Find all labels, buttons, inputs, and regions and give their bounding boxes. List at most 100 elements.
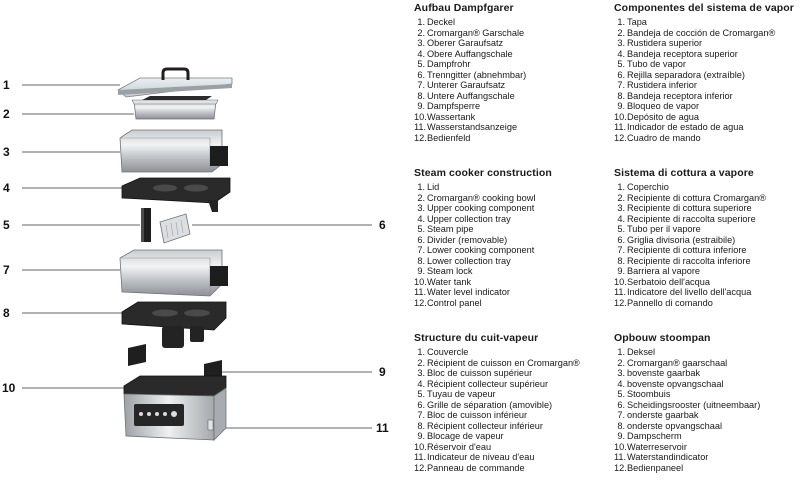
parts-list-german: Aufbau Dampfgarer 1.Deckel 2.Cromargan® …	[414, 2, 599, 143]
list-item: 9.Dampfsperre	[417, 101, 481, 111]
divider-part	[159, 213, 191, 244]
list-item: 11.Indicateur de niveau d'eau	[414, 452, 535, 462]
list-item: 5.Tubo de vapor	[617, 59, 686, 69]
list-item: 7.Recipiente di cottura inferiore	[617, 245, 747, 255]
list-item: 3.Bloc de cuisson supérieur	[417, 368, 533, 378]
parts-list-italian: Sistema di cottura a vapore 1.Coperchio …	[614, 167, 799, 308]
section-title: Structure du cuit-vapeur	[414, 332, 539, 344]
list-item: 6.Scheidingsrooster (uitneembaar)	[617, 399, 761, 410]
list-item: 4.Obere Auffangschale	[417, 48, 513, 59]
list-item: 8.Untere Auffangschale	[417, 90, 515, 101]
list-item: 3.bovenste gaarbak	[617, 368, 701, 378]
list-item: 1.Lid	[417, 182, 440, 192]
list-item: 6.Grille de séparation (amovible)	[417, 399, 553, 410]
list-item: 4.Récipient collecteur supérieur	[417, 378, 549, 389]
list-item: 10.Water tank	[414, 276, 472, 287]
lower-cooking-component-part	[119, 249, 228, 297]
section-title: Steam cooker construction	[414, 167, 552, 179]
list-item: 8.Bandeja receptora inferior	[617, 90, 733, 101]
list-item: 11.Water level indicator	[414, 287, 510, 297]
list-item: 10.Réservoir d'eau	[414, 441, 492, 452]
callout-9: 9	[379, 365, 386, 379]
callout-7: 7	[3, 263, 10, 277]
parts-list-spanish: Componentes del sistema de vapor 1.Tapa …	[614, 2, 799, 143]
list-item: 2.Bandeja de cocción de Cromargan®	[617, 27, 776, 38]
list-item: 7.onderste gaarbak	[617, 410, 699, 420]
cooking-bowl-part	[131, 96, 219, 120]
list-item: 9.Barriera al vapore	[617, 266, 701, 276]
list-item: 5.Tuyau de vapeur	[417, 389, 496, 399]
list-item: 5.Stoombuis	[617, 389, 671, 399]
section-title: Sistema di cottura a vapore	[614, 167, 754, 179]
list-item: 8.onderste opvangschaal	[617, 420, 723, 431]
callout-2: 2	[3, 107, 10, 121]
list-item: 4.Upper collection tray	[417, 213, 511, 224]
list-item: 3.Rustidera superior	[617, 38, 703, 48]
callout-8: 8	[3, 306, 10, 320]
list-item: 5.Tubo per il vapore	[617, 224, 701, 234]
section-title: Componentes del sistema de vapor	[614, 2, 794, 14]
list-item: 12.Bedienpaneel	[614, 462, 684, 473]
list-item: 7.Lower cooking component	[417, 245, 535, 255]
list-item: 3.Recipiente di cottura superiore	[617, 203, 752, 213]
callout-1: 1	[3, 78, 10, 92]
list-item: 11.Waterstandindicator	[614, 452, 709, 462]
list-item: 10.Serbatoio dell'acqua	[614, 276, 710, 287]
list-item: 12.Cuadro de mando	[614, 132, 701, 143]
callout-5: 5	[3, 218, 10, 232]
list-item: 2.Cromargan® gaarschaal	[617, 357, 728, 368]
list-item: 6.Trenngitter (abnehmbar)	[417, 69, 527, 80]
list-item: 8.Recipiente di raccolta inferiore	[617, 255, 751, 266]
section-title: Opbouw stoompan	[614, 332, 711, 344]
parts-list-french: Structure du cuit-vapeur 1.Couvercle 2.R…	[414, 332, 599, 473]
list-item: 4.Bandeja receptora superior	[617, 48, 738, 59]
list-item: 1.Tapa	[617, 17, 647, 27]
list-item: 12.Bedienfeld	[414, 132, 471, 143]
steam-pipe-part	[141, 208, 151, 242]
list-item: 9.Bloqueo de vapor	[617, 101, 700, 111]
callout-11: 11	[376, 421, 389, 435]
lid-part	[117, 67, 233, 98]
callout-4: 4	[3, 181, 10, 195]
list-item: 2.Récipient de cuisson en Cromargan®	[417, 357, 580, 368]
list-item: 8.Lower collection tray	[417, 255, 511, 266]
lower-collection-tray-part	[121, 301, 227, 348]
list-item: 4.Recipiente di raccolta superiore	[617, 213, 756, 224]
list-item: 2.Recipiente di cottura Cromargan®	[617, 192, 767, 203]
list-item: 6.Rejilla separadora (extraíble)	[617, 69, 745, 80]
list-item: 10.Depósito de agua	[614, 111, 700, 122]
list-item: 6.Griglia divisoria (estraibile)	[617, 234, 736, 245]
list-item: 7.Bloc de cuisson inférieur	[417, 410, 528, 420]
list-item: 7.Unterer Garaufsatz	[417, 80, 506, 90]
base-unit-part	[123, 375, 227, 441]
list-item: 12.Pannello di comando	[614, 297, 713, 308]
list-item: 3.Oberer Garaufsatz	[417, 38, 504, 48]
list-item: 2.Cromargan® cooking bowl	[417, 192, 536, 203]
list-item: 11.Indicador de estado de agua	[614, 122, 744, 132]
list-item: 12.Panneau de commande	[414, 462, 525, 473]
list-item: 4.bovenste opvangschaal	[617, 378, 724, 389]
list-item: 5.Dampfrohr	[417, 59, 471, 69]
list-item: 9.Steam lock	[417, 266, 473, 276]
list-item: 10.Wassertank	[414, 111, 476, 122]
list-item: 11.Indicatore del livello dell'acqua	[614, 287, 752, 297]
exploded-view-diagram	[22, 67, 372, 441]
list-item: 9.Dampscherm	[617, 431, 682, 441]
list-item: 5.Steam pipe	[417, 224, 474, 234]
list-item: 3.Upper cooking component	[417, 203, 535, 213]
list-item: 6.Divider (removable)	[417, 234, 508, 245]
list-item: 8.Récipient collecteur inférieur	[417, 420, 543, 431]
callout-10: 10	[2, 381, 16, 395]
parts-list-dutch: Opbouw stoompan 1.Deksel 2.Cromargan® ga…	[614, 332, 799, 473]
list-item: 7.Rustidera inferior	[617, 80, 697, 90]
list-item: 1.Couvercle	[417, 347, 469, 357]
list-item: 11.Wasserstandsanzeige	[414, 122, 518, 132]
list-item: 12.Control panel	[414, 297, 482, 308]
callout-6: 6	[379, 218, 386, 232]
list-item: 9.Blocage de vapeur	[417, 431, 504, 441]
section-title: Aufbau Dampfgarer	[414, 2, 514, 14]
upper-collection-tray-part	[121, 177, 231, 212]
list-item: 1.Coperchio	[617, 182, 669, 192]
upper-cooking-component-part	[119, 129, 228, 173]
list-item: 10.Waterreservoir	[614, 441, 687, 452]
